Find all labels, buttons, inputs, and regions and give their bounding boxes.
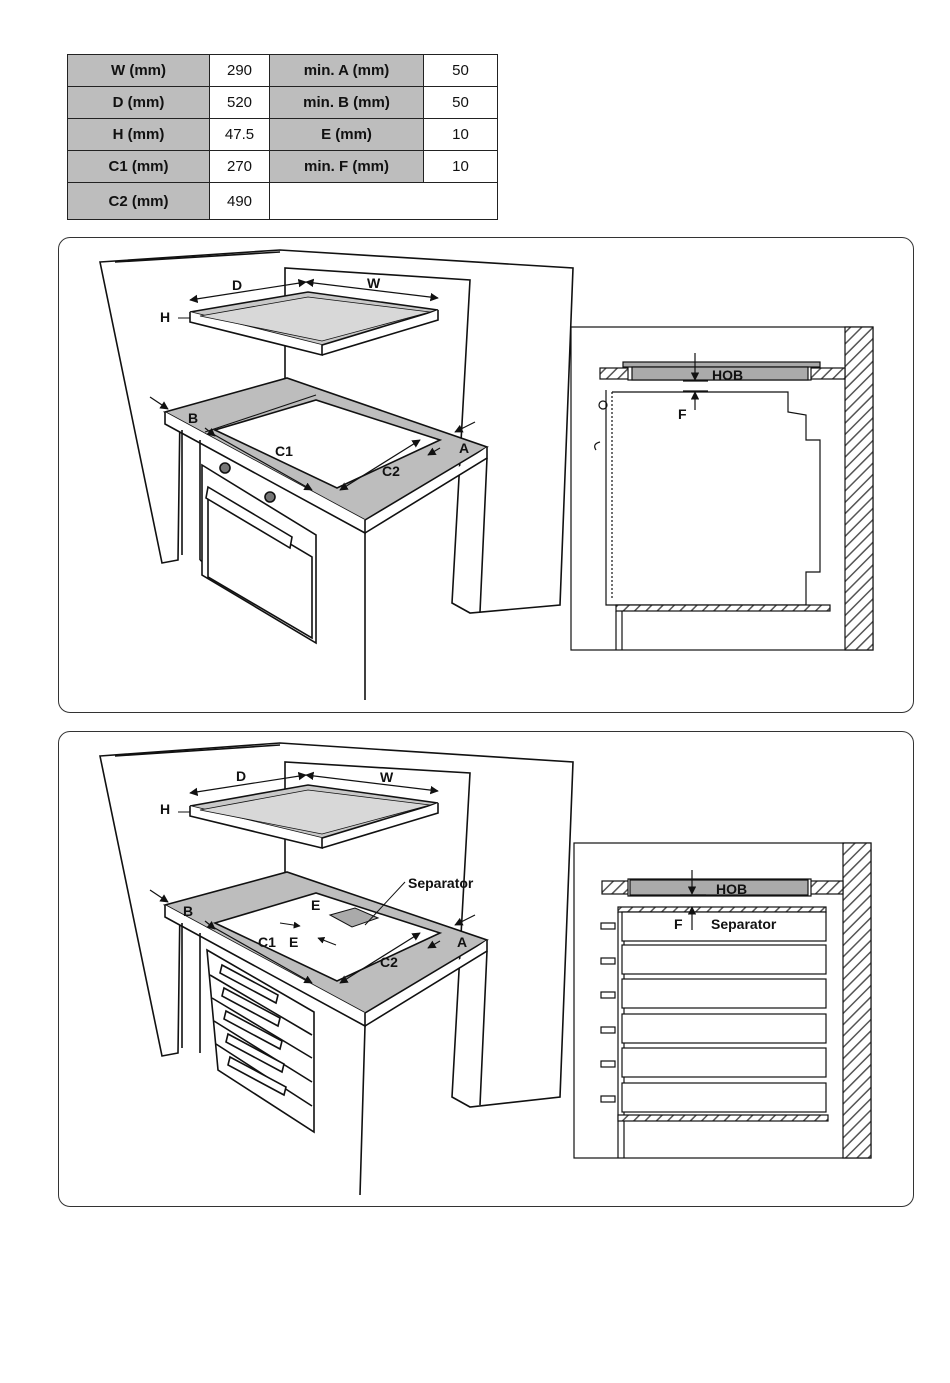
label-separator: Separator	[408, 875, 474, 891]
label-c2: C2	[382, 463, 400, 479]
label-d: D	[236, 768, 246, 784]
label-c1: C1	[258, 934, 276, 950]
label-hob: HOB	[716, 881, 747, 897]
label-f: F	[678, 406, 687, 422]
label-d: D	[232, 277, 242, 293]
label-b: B	[183, 903, 193, 919]
label-f: F	[674, 916, 683, 932]
label-e: E	[311, 897, 320, 913]
drawer-cabinet-3d	[100, 743, 573, 1195]
oven-cabinet-3d	[100, 250, 573, 700]
label-w: W	[367, 275, 381, 291]
label-w: W	[380, 769, 394, 785]
label-a: A	[459, 440, 469, 456]
label-c2: C2	[380, 954, 398, 970]
label-h: H	[160, 801, 170, 817]
label-separator-section: Separator	[711, 916, 777, 932]
label-a: A	[457, 934, 467, 950]
label-c1: C1	[275, 443, 293, 459]
label-hob: HOB	[712, 367, 743, 383]
label-h: H	[160, 309, 170, 325]
label-b: B	[188, 410, 198, 426]
label-e-lower: E	[289, 934, 298, 950]
